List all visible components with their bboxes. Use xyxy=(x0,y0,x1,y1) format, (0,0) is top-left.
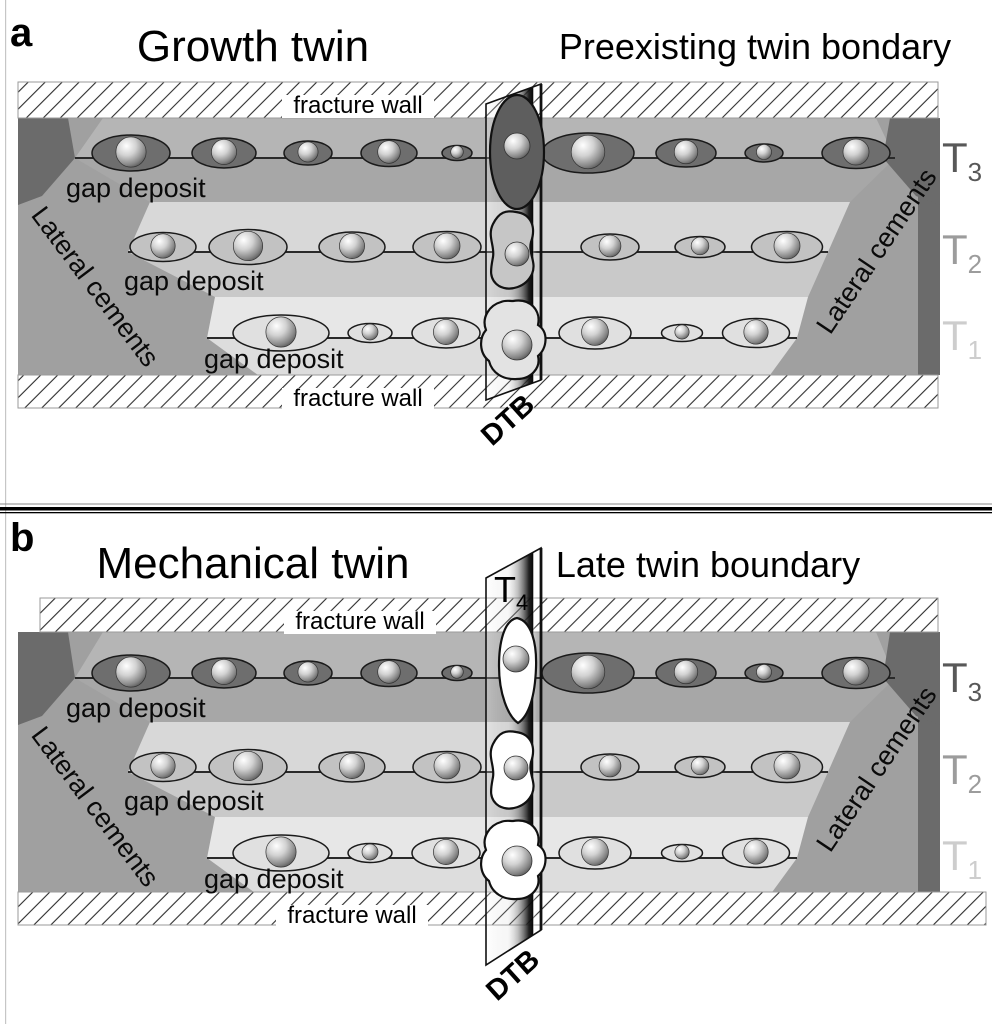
inclusion-bubble xyxy=(361,323,379,341)
inclusion-bubble xyxy=(598,754,622,778)
lateral-cement-right xyxy=(770,632,940,895)
inclusion-bubble xyxy=(211,659,237,685)
inclusion-bubble xyxy=(581,838,609,866)
inclusion-bubble xyxy=(377,660,401,684)
inclusion-bubble xyxy=(232,750,264,782)
panel-b-letter: b xyxy=(10,516,34,560)
inclusion-bubble xyxy=(433,232,461,260)
inclusion-bubble xyxy=(674,324,690,340)
lateral-cement-right xyxy=(770,118,940,375)
inclusion-bubble xyxy=(297,141,319,163)
inclusion-bubble xyxy=(756,664,772,680)
panel-b-gap-deposit-3: gap deposit xyxy=(66,693,206,723)
inclusion-bubble xyxy=(433,839,459,865)
inclusion-bubble xyxy=(503,132,531,160)
inclusion-bubble xyxy=(339,753,365,779)
inclusion-bubble xyxy=(502,645,530,673)
panel-b-t2-label: T2 xyxy=(942,746,982,799)
inclusion-bubble xyxy=(433,319,459,345)
inclusion-bubble xyxy=(842,658,870,686)
fracture-wall-hatch xyxy=(17,374,939,409)
panel-b-t1-label: T1 xyxy=(942,832,982,885)
inclusion-bubble xyxy=(450,665,464,679)
growth-zone-band xyxy=(18,678,940,722)
inclusion-bubble xyxy=(339,233,365,259)
inclusion-bubble xyxy=(570,654,606,690)
svg-text:fracture wall: fracture wall xyxy=(293,92,422,119)
panel-b-gap-deposit-1: gap deposit xyxy=(204,864,344,894)
inclusion-bubble xyxy=(503,755,529,781)
inclusion-bubble xyxy=(297,661,319,683)
inclusion-bubble xyxy=(115,136,147,168)
panel-b-graphics xyxy=(17,546,987,967)
inclusion-bubble xyxy=(265,316,297,348)
inclusion-bubble xyxy=(674,844,690,860)
panel-b-t4-label: T4 xyxy=(494,569,528,615)
growth-zone-band xyxy=(18,158,940,202)
panel-a-graphics xyxy=(17,81,940,409)
svg-text:fracture wall: fracture wall xyxy=(287,902,416,929)
lateral-cement-left xyxy=(18,632,258,895)
inclusion-bubble xyxy=(570,134,606,170)
inclusion-bubble xyxy=(232,230,264,262)
panel-b-fracture-wall-bottom-label: fracture wall xyxy=(276,902,428,929)
inclusion-bubble xyxy=(150,233,176,259)
inclusion-bubble xyxy=(501,329,533,361)
inclusion-bubble xyxy=(842,138,870,166)
dark-cement-wedge-left xyxy=(18,118,75,205)
panel-a-gap-deposit-2: gap deposit xyxy=(124,266,264,296)
svg-text:fracture wall: fracture wall xyxy=(295,608,424,635)
inclusion-bubble xyxy=(690,756,710,776)
inclusion-bubble xyxy=(598,234,622,258)
inclusion-bubble xyxy=(756,144,772,160)
growth-zone-band xyxy=(18,632,940,678)
panel-b-title-left: Mechanical twin xyxy=(96,539,409,588)
inclusion-bubble xyxy=(211,139,237,165)
inclusion-bubble xyxy=(773,232,801,260)
panel-divider xyxy=(0,503,992,514)
panel-a-letter: a xyxy=(10,11,33,55)
panel-a-title-left: Growth twin xyxy=(137,22,369,71)
lateral-cement-left xyxy=(18,118,258,375)
inclusion-bubble xyxy=(450,145,464,159)
inclusion-bubble xyxy=(501,845,533,877)
panel-b-fracture-wall-top-label: fracture wall xyxy=(284,608,436,635)
inclusion-bubble xyxy=(673,659,699,685)
inclusion-bubble xyxy=(743,319,769,345)
panel-a-gap-deposit-3: gap deposit xyxy=(66,173,206,203)
panel-a-fracture-wall-bottom-label: fracture wall xyxy=(282,385,434,412)
panel-a-t3-label: T3 xyxy=(942,134,982,187)
inclusion-bubble xyxy=(265,836,297,868)
panel-b-title-right: Late twin boundary xyxy=(556,544,860,585)
inclusion-bubble xyxy=(433,752,461,780)
panel-a-t2-label: T2 xyxy=(942,226,982,279)
panel-a-t1-label: T1 xyxy=(942,312,982,365)
dark-cement-wedge-left xyxy=(18,632,75,725)
inclusion-bubble xyxy=(773,752,801,780)
panel-a-gap-deposit-1: gap deposit xyxy=(204,344,344,374)
inclusion-bubble xyxy=(150,753,176,779)
inclusion-bubble xyxy=(361,843,379,861)
inclusion-bubble xyxy=(673,139,699,165)
inclusion-bubble xyxy=(377,140,401,164)
dark-cement-wedge-right xyxy=(883,632,940,725)
panel-a-title-right: Preexisting twin bondary xyxy=(559,26,951,67)
inclusion-bubble xyxy=(504,241,530,267)
fracture-wall-hatch xyxy=(17,81,939,119)
svg-text:fracture wall: fracture wall xyxy=(293,385,422,412)
inclusion-bubble xyxy=(690,236,710,256)
panel-a-fracture-wall-top-label: fracture wall xyxy=(282,92,434,119)
growth-zone-band xyxy=(18,118,940,158)
dark-cement-wedge-right xyxy=(883,118,940,205)
panel-b-gap-deposit-2: gap deposit xyxy=(124,786,264,816)
inclusion-bubble xyxy=(115,656,147,688)
inclusion-bubble xyxy=(743,839,769,865)
inclusion-bubble xyxy=(581,318,609,346)
panel-b-t3-label: T3 xyxy=(942,654,982,707)
